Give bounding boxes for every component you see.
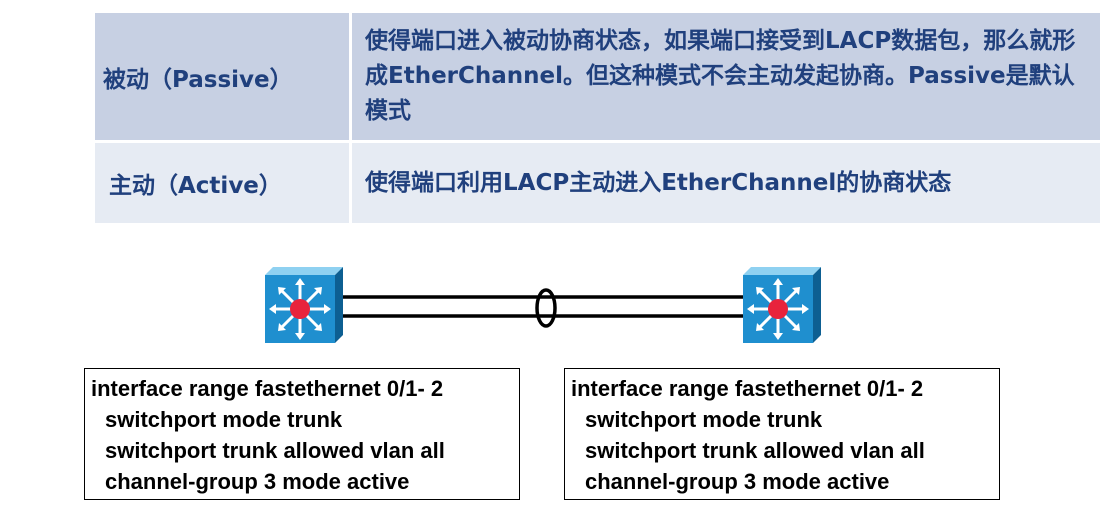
config-box-right: interface range fastethernet 0/1- 2 swit… <box>564 368 1000 500</box>
config-line: channel-group 3 mode active <box>585 469 890 494</box>
config-line: switchport mode trunk <box>585 407 823 432</box>
layer3-switch-icon-right <box>741 265 823 345</box>
config-line: channel-group 3 mode active <box>105 469 410 494</box>
config-box-left: interface range fastethernet 0/1- 2 swit… <box>84 368 520 500</box>
mode-description-passive: 使得端口进入被动协商状态，如果端口接受到LACP数据包，那么就形成EtherCh… <box>365 28 1076 124</box>
mode-row-passive: 被动（Passive） 使得端口进入被动协商状态，如果端口接受到LACP数据包，… <box>95 13 1100 140</box>
mode-name-active: 主动（Active） <box>95 143 352 223</box>
link-lines <box>342 295 745 318</box>
config-line: interface range fastethernet 0/1- 2 <box>571 376 924 401</box>
mode-description-active: 使得端口利用LACP主动进入EtherChannel的协商状态 <box>365 169 952 196</box>
config-line: switchport mode trunk <box>105 407 343 432</box>
config-line: interface range fastethernet 0/1- 2 <box>91 376 444 401</box>
etherchannel-bundle-ellipse <box>535 288 557 328</box>
layer3-switch-icon-left <box>263 265 345 345</box>
config-line: switchport trunk allowed vlan all <box>105 438 445 463</box>
mode-name-passive: 被动（Passive） <box>95 13 352 140</box>
config-line: switchport trunk allowed vlan all <box>585 438 925 463</box>
lacp-mode-table: 被动（Passive） 使得端口进入被动协商状态，如果端口接受到LACP数据包，… <box>95 13 1100 223</box>
mode-row-active: 主动（Active） 使得端口利用LACP主动进入EtherChannel的协商… <box>95 140 1100 223</box>
